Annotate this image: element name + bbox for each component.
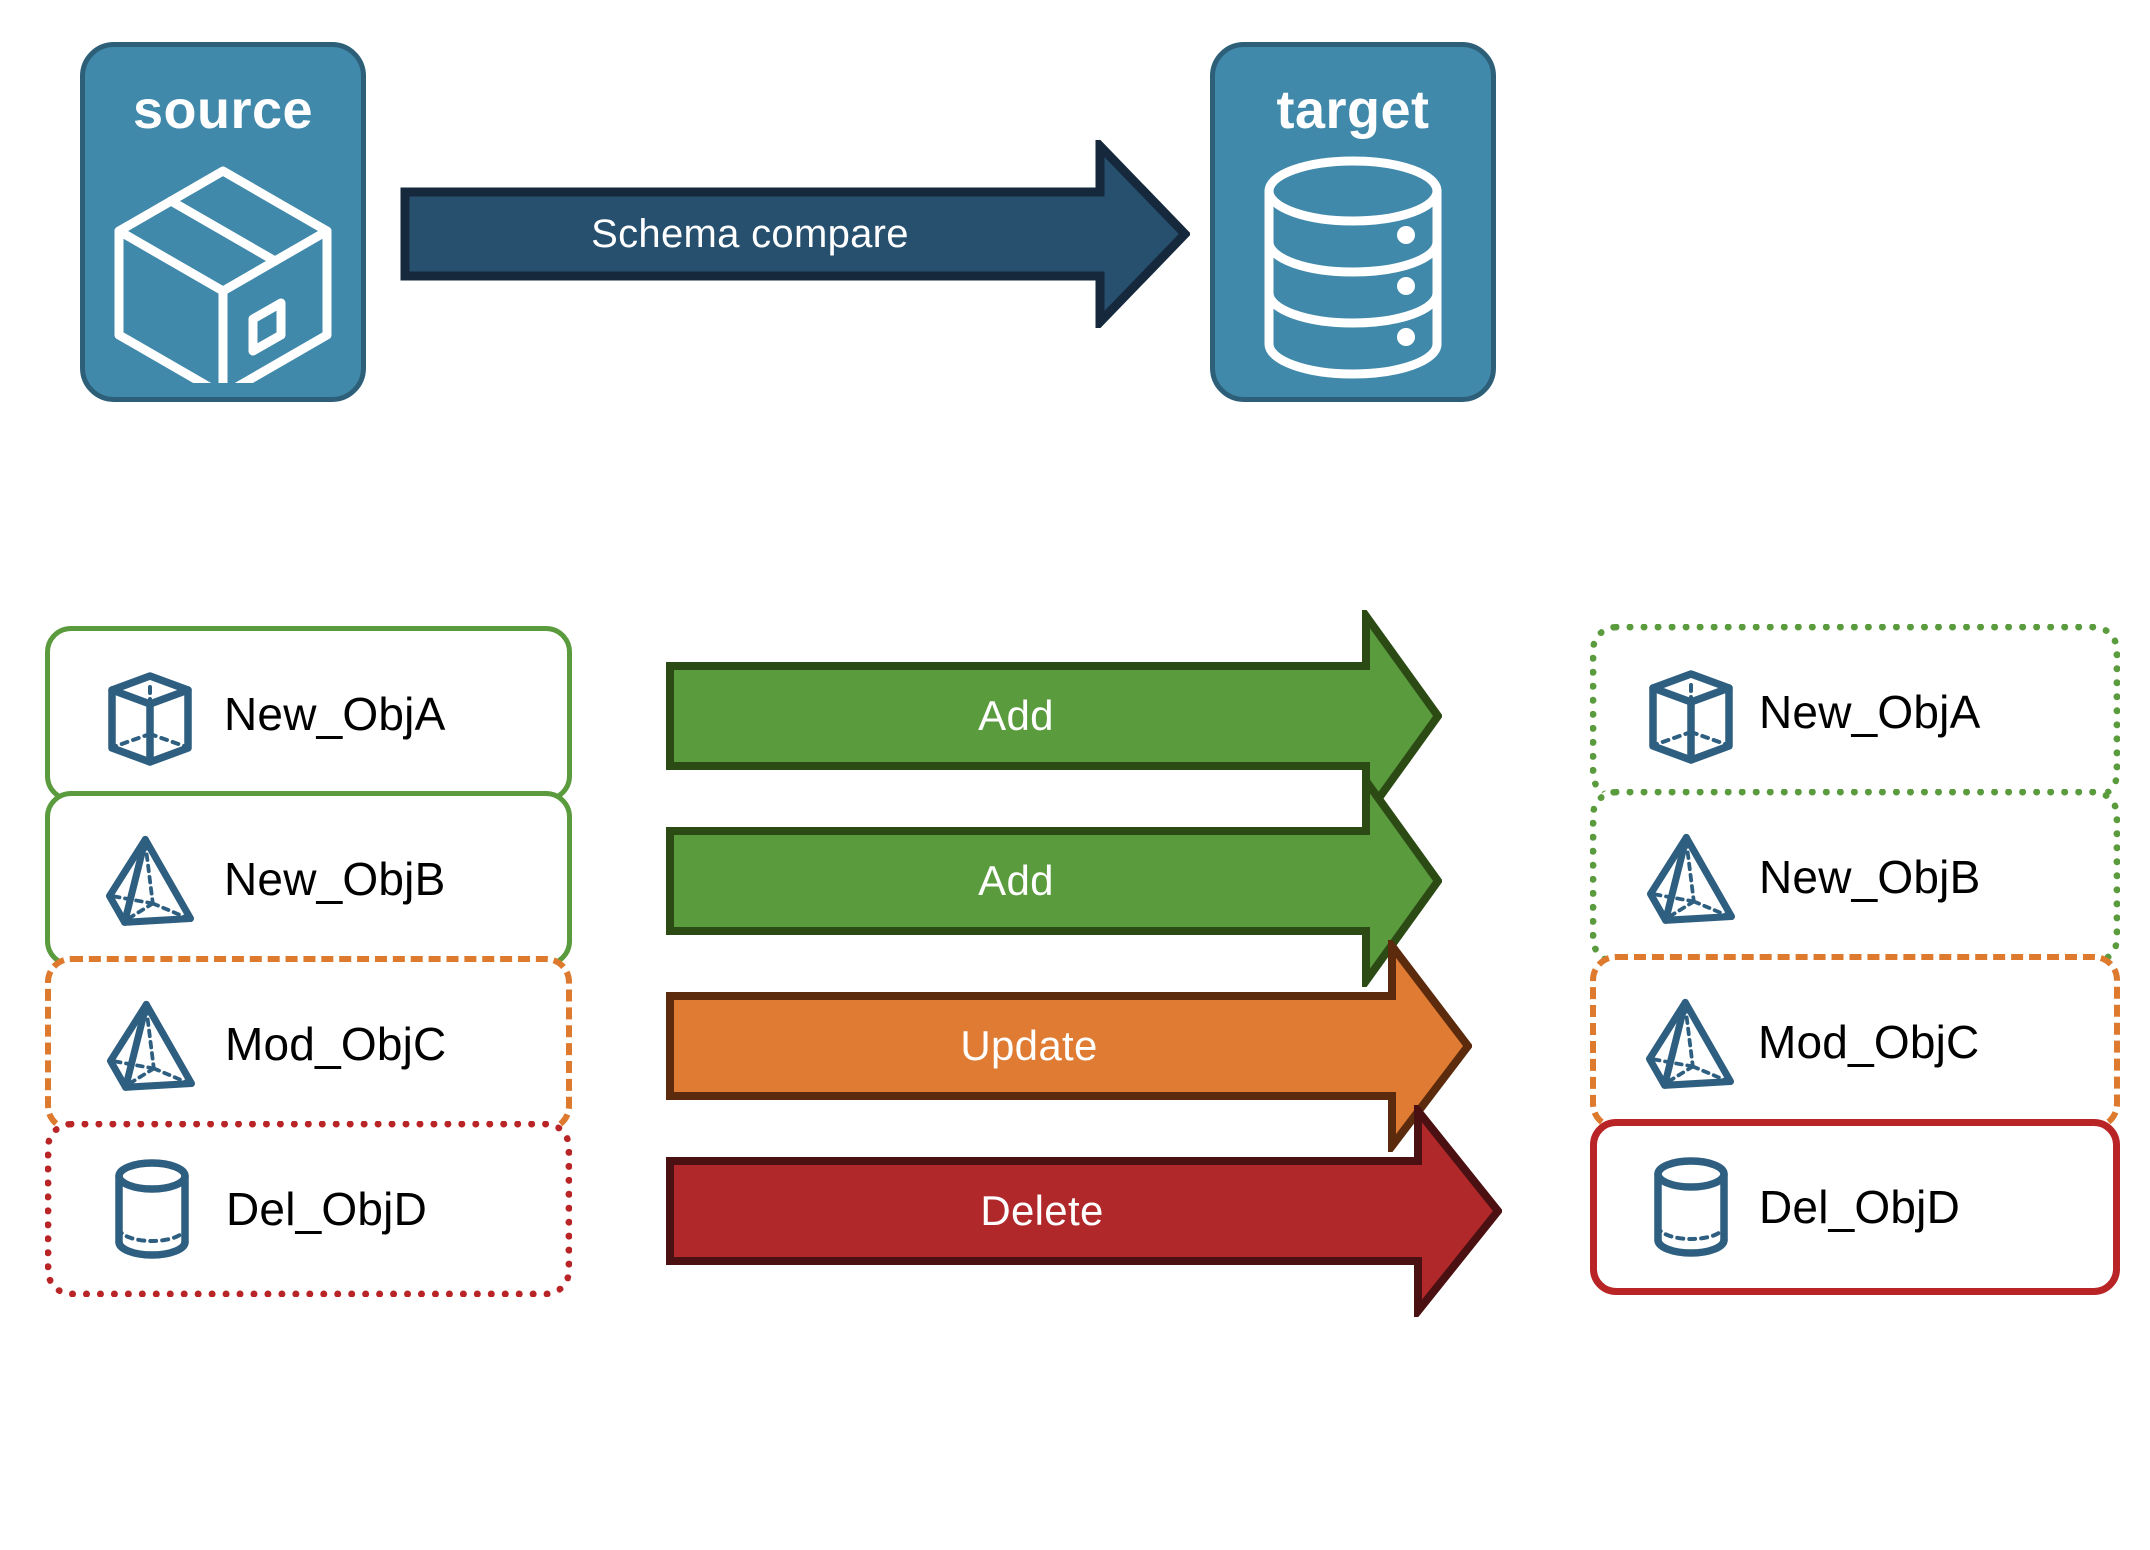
add-action-arrow-shape bbox=[666, 768, 1443, 994]
wireframe-pyramid-icon bbox=[1643, 824, 1739, 930]
target-title: target bbox=[1276, 80, 1430, 140]
wireframe-cube-icon bbox=[1643, 659, 1739, 765]
wireframe-pyramid-icon bbox=[102, 826, 198, 932]
source-object-label: Mod_ObjC bbox=[225, 1018, 447, 1070]
wireframe-cube-icon bbox=[102, 661, 198, 767]
source-object-box[interactable]: Del_ObjD bbox=[45, 1121, 572, 1297]
schema-compare-arrow-shape bbox=[400, 134, 1192, 334]
add-action-arrow-shape bbox=[666, 603, 1443, 829]
target-object-label: New_ObjB bbox=[1759, 851, 1981, 903]
delete-action-arrow-shape bbox=[666, 1099, 1504, 1323]
source-object-label: New_ObjB bbox=[224, 853, 446, 905]
source-object-label: Del_ObjD bbox=[226, 1183, 428, 1235]
target-object-box[interactable]: Mod_ObjC bbox=[1590, 954, 2120, 1130]
target-panel: target bbox=[1210, 42, 1496, 402]
source-object-box[interactable]: New_ObjA bbox=[45, 626, 572, 802]
schema-compare-arrow: Schema compare bbox=[400, 134, 1192, 334]
object-row: New_ObjB Add New_ObjB bbox=[0, 768, 2150, 994]
source-object-box[interactable]: New_ObjB bbox=[45, 791, 572, 967]
target-object-label: New_ObjA bbox=[1759, 686, 1981, 738]
source-object-label: New_ObjA bbox=[224, 688, 446, 740]
database-cylinder-icon bbox=[1264, 156, 1442, 379]
source-title: source bbox=[132, 80, 314, 140]
target-object-label: Mod_ObjC bbox=[1758, 1016, 1980, 1068]
wireframe-cylinder-icon bbox=[104, 1156, 200, 1262]
target-object-box[interactable]: New_ObjB bbox=[1590, 789, 2120, 965]
wireframe-pyramid-icon bbox=[1642, 989, 1738, 1095]
wireframe-cylinder-icon bbox=[1643, 1154, 1739, 1260]
update-action-arrow-shape bbox=[666, 934, 1474, 1158]
target-object-box[interactable]: Del_ObjD bbox=[1590, 1119, 2120, 1295]
target-object-label: Del_ObjD bbox=[1759, 1181, 1961, 1233]
package-box-icon bbox=[114, 166, 332, 383]
object-row: Del_ObjD Delete Del_ObjD bbox=[0, 1099, 2150, 1323]
wireframe-pyramid-icon bbox=[103, 991, 199, 1097]
source-panel: source bbox=[80, 42, 366, 402]
delete-action-arrow: Delete bbox=[666, 1099, 1504, 1323]
target-object-box[interactable]: New_ObjA bbox=[1590, 624, 2120, 800]
source-object-box[interactable]: Mod_ObjC bbox=[45, 956, 572, 1132]
